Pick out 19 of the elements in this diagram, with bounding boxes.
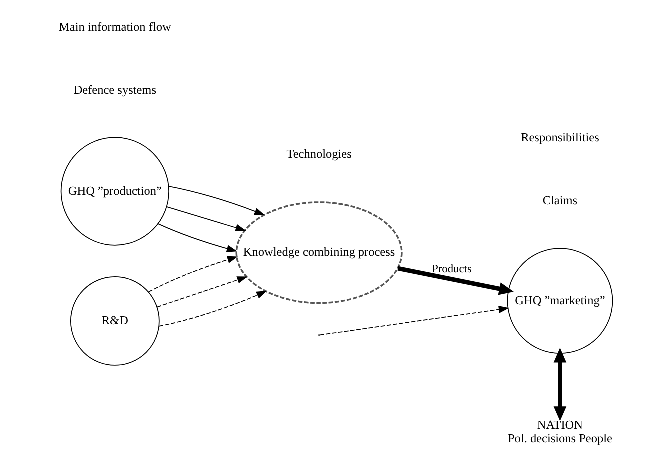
arrow: [397, 266, 514, 296]
node-circle: R&D: [70, 276, 160, 366]
node-circle: GHQ ”production”: [60, 137, 169, 246]
arrow: [553, 348, 566, 422]
node-text: NATION Pol. decisions People: [507, 418, 612, 446]
arrow: [156, 276, 248, 308]
arrow: [168, 186, 265, 216]
node-circle: GHQ ”marketing”: [506, 248, 613, 354]
label: Responsibilities: [520, 130, 599, 144]
label: Defence systems: [73, 82, 156, 97]
label: Technologies: [286, 146, 352, 161]
arrow: [319, 306, 509, 336]
arrow: [157, 223, 237, 252]
arrow: [166, 206, 246, 232]
arrow: [158, 291, 267, 327]
label: Claims: [542, 193, 578, 208]
edge-label: Products: [432, 263, 472, 276]
arrow: [148, 256, 238, 293]
label: Main information flow: [58, 20, 171, 34]
